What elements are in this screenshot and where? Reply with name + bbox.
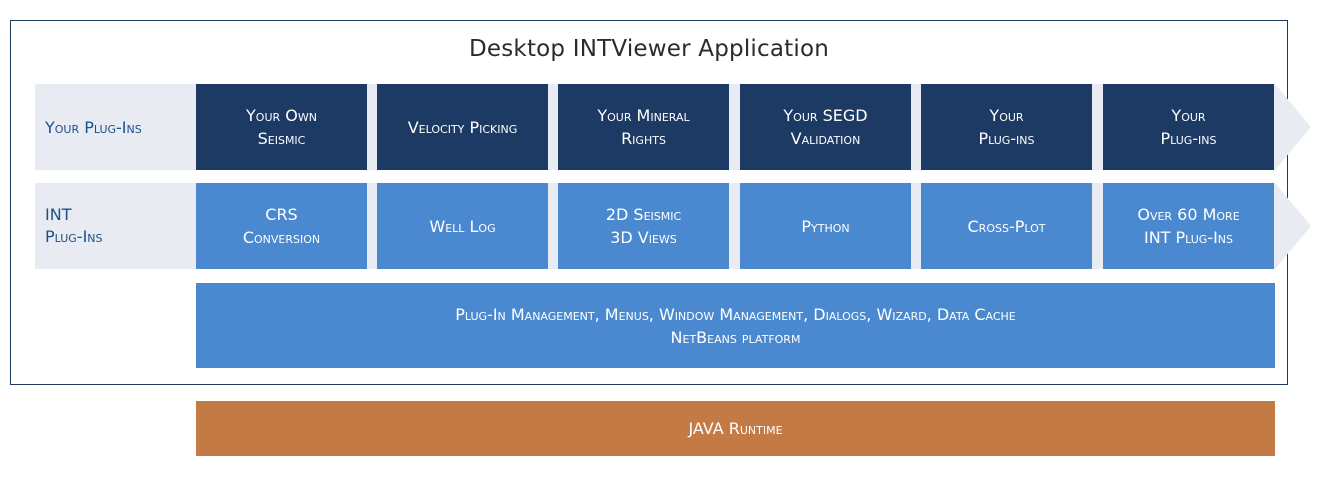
application-title: Desktop INTViewer Application — [468, 36, 829, 62]
cross-plot-box: Cross-Plot — [921, 183, 1092, 269]
platform-layer: Plug-In Management, Menus, Window Manage… — [196, 283, 1275, 368]
velocity-picking-box: Velocity Picking — [377, 84, 548, 170]
int-plugins-arrow — [1275, 183, 1311, 269]
int-plugins-label: INT Plug-Ins — [45, 205, 103, 246]
java-runtime-text: JAVA Runtime — [688, 419, 783, 438]
seismic-views-box: 2D Seismic 3D Views — [558, 183, 729, 269]
your-own-seismic-box: Your Own Seismic — [196, 84, 367, 170]
python-box: Python — [740, 183, 911, 269]
well-log-box: Well Log — [377, 183, 548, 269]
netbeans-platform-text: NetBeans platform — [670, 327, 801, 347]
more-int-plugins-box: Over 60 More INT Plug-Ins — [1103, 183, 1274, 269]
java-runtime-layer: JAVA Runtime — [196, 401, 1275, 456]
crs-conversion-box: CRS Conversion — [196, 183, 367, 269]
your-mineral-rights-box: Your Mineral Rights — [558, 84, 729, 170]
your-segd-validation-box: Your SEGD Validation — [740, 84, 911, 170]
your-plugins-label: Your Plug-Ins — [45, 118, 142, 137]
your-plugins-box-1: Your Plug-ins — [921, 84, 1092, 170]
platform-services-text: Plug-In Management, Menus, Window Manage… — [455, 304, 1016, 324]
your-plugins-arrow — [1275, 84, 1311, 170]
your-plugins-box-2: Your Plug-ins — [1103, 84, 1274, 170]
